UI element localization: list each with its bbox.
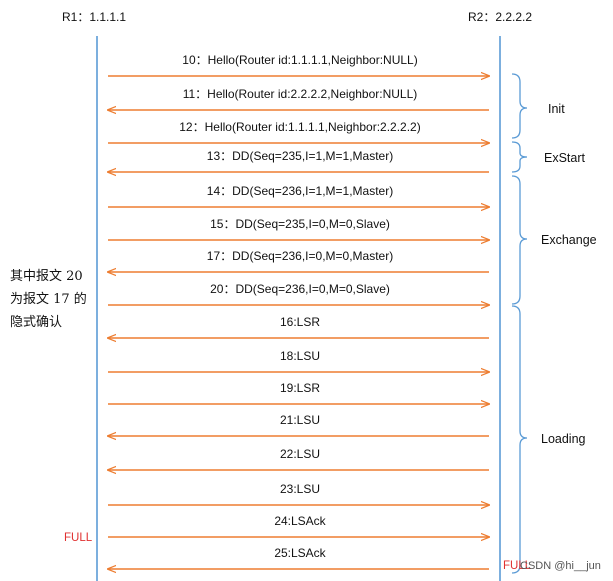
- phase-exchange: Exchange: [541, 233, 597, 247]
- init-brace: [511, 73, 528, 139]
- message-label: 24:LSAck: [274, 514, 326, 528]
- message-label: 11：Hello(Router id:2.2.2.2,Neighbor:NULL…: [183, 87, 418, 101]
- phase-loading: Loading: [541, 432, 586, 446]
- router-r1-label: R1：1.1.1.1: [62, 10, 126, 24]
- message-label: 18:LSU: [280, 349, 320, 363]
- phase-exstart: ExStart: [544, 151, 586, 165]
- message-label: 23:LSU: [280, 482, 320, 496]
- note-line-1: 其中报文 20: [10, 269, 83, 284]
- loading-brace: [511, 305, 528, 574]
- exstart-brace: [511, 141, 528, 173]
- message-label: 13：DD(Seq=235,I=1,M=1,Master): [207, 149, 393, 163]
- message-label: 15：DD(Seq=235,I=0,M=0,Slave): [210, 217, 390, 231]
- exchange-brace: [511, 175, 528, 305]
- phase-init: Init: [548, 102, 565, 116]
- note-line-3: 隐式确认: [10, 315, 62, 330]
- router-r2-label: R2：2.2.2.2: [468, 10, 532, 24]
- message-label: 16:LSR: [280, 315, 320, 329]
- message-label: 10：Hello(Router id:1.1.1.1,Neighbor:NULL…: [182, 53, 417, 67]
- message-label: 25:LSAck: [274, 546, 326, 560]
- r1-full-state: FULL: [64, 532, 93, 544]
- message-label: 21:LSU: [280, 413, 320, 427]
- message-label: 12：Hello(Router id:1.1.1.1,Neighbor:2.2.…: [179, 120, 420, 134]
- message-label: 22:LSU: [280, 447, 320, 461]
- message-label: 19:LSR: [280, 381, 320, 395]
- message-list: 10：Hello(Router id:1.1.1.1,Neighbor:NULL…: [108, 53, 489, 569]
- message-label: 17：DD(Seq=236,I=0,M=0,Master): [207, 249, 393, 263]
- note-line-2: 为报文 17 的: [10, 291, 87, 307]
- r2-full-state: FULL: [503, 560, 532, 572]
- message-label: 20：DD(Seq=236,I=0,M=0,Slave): [210, 282, 390, 296]
- watermark: CSDN @hi__jun: [520, 560, 601, 572]
- message-label: 14：DD(Seq=236,I=1,M=1,Master): [207, 184, 393, 198]
